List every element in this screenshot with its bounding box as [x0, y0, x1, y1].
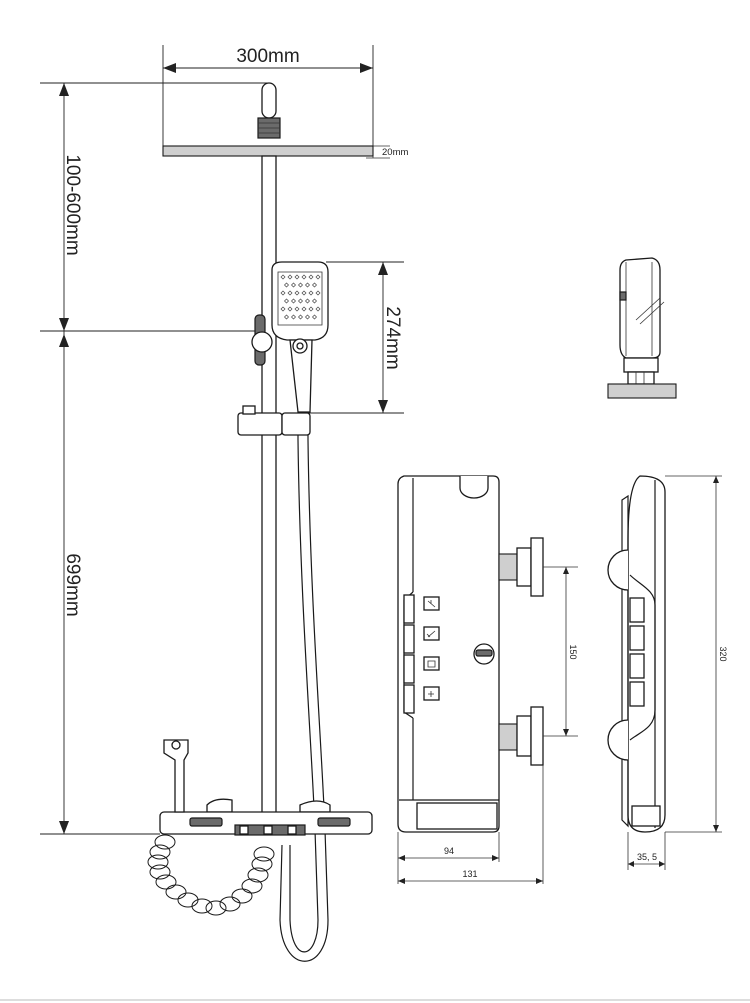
spray-nozzle	[305, 298, 310, 304]
spray-nozzle	[298, 298, 303, 304]
riser-pipe	[261, 155, 277, 817]
spray-nozzle	[280, 274, 286, 280]
shower-hose	[289, 435, 319, 953]
spray-nozzle	[298, 314, 303, 320]
rail-height-label: 699mm	[62, 553, 83, 616]
panel-depth-label: 35, 5	[637, 852, 657, 862]
coil-loop	[154, 834, 176, 850]
slider-block	[237, 412, 283, 436]
spray-nozzle	[291, 314, 296, 320]
overhead-shower-plate	[162, 145, 374, 157]
panel-height-label: 320	[718, 646, 728, 661]
spray-nozzle	[301, 306, 307, 312]
handheld-height-dimension: 274mm	[300, 261, 404, 414]
arm-height-label: 100-600mm	[62, 154, 83, 255]
spray-nozzle	[312, 282, 317, 288]
panel-total-width-label: 131	[462, 869, 477, 879]
spray-nozzle	[301, 274, 307, 280]
coil-loop	[253, 846, 275, 862]
wall-valve-bottom	[498, 706, 544, 766]
spray-nozzle	[287, 290, 293, 296]
spray-nozzle	[291, 282, 296, 288]
coil-loop	[205, 900, 227, 916]
wall-valve-top	[498, 537, 544, 597]
coil-loop	[219, 896, 241, 912]
valve-spacing-label: 150	[568, 644, 578, 659]
coil-loop	[147, 854, 169, 870]
coil-loop	[177, 892, 199, 908]
bidet-sprayer	[163, 739, 189, 813]
coiled-hose	[147, 834, 275, 916]
coil-loop	[155, 874, 177, 890]
spray-nozzle	[298, 282, 303, 288]
control-buttons	[403, 594, 440, 714]
spray-nozzle	[308, 306, 314, 312]
side-view-small	[607, 257, 677, 399]
valve-spacing-dimension: 150	[543, 566, 578, 737]
tub-spout-icon	[423, 686, 440, 701]
spray-nozzle	[287, 306, 293, 312]
spray-nozzle	[294, 274, 300, 280]
thermostat-panel-side	[607, 475, 666, 833]
coil-loop	[241, 878, 263, 894]
handheld-head	[271, 261, 329, 341]
thermostat-panel-front	[397, 475, 544, 833]
coil-loop	[247, 867, 269, 883]
massage-icon	[423, 656, 440, 671]
spray-nozzle	[315, 274, 321, 280]
spray-nozzle	[284, 314, 289, 320]
coil-loop	[191, 898, 213, 914]
spray-nozzle	[280, 306, 286, 312]
coil-loop	[149, 844, 171, 860]
spray-nozzle	[284, 282, 289, 288]
vertical-dimensions: 100-600mm 699mm	[40, 82, 270, 835]
handheld-height-label: 274mm	[382, 306, 403, 369]
coil-loop	[149, 864, 171, 880]
overhead-thickness-label: 20mm	[382, 147, 408, 158]
spray-nozzle	[287, 274, 293, 280]
panel-inner-width-label: 94	[444, 846, 454, 856]
spray-nozzle	[305, 282, 310, 288]
overhead-width-dimension: 300mm	[162, 45, 374, 152]
panel-depth-dimension: 35, 5	[627, 832, 666, 870]
spray-nozzle	[315, 290, 321, 296]
spray-nozzle	[315, 306, 321, 312]
spray-nozzle	[291, 298, 296, 304]
spray-nozzle	[308, 290, 314, 296]
spray-nozzle	[312, 314, 317, 320]
spray-nozzle	[280, 290, 286, 296]
spray-nozzle	[312, 298, 317, 304]
spray-nozzle	[301, 290, 307, 296]
panel-width-dimensions: 94 131	[397, 765, 544, 884]
coil-loop	[231, 888, 253, 904]
spray-nozzle	[305, 314, 310, 320]
overhead-width-label: 300mm	[236, 46, 299, 67]
spray-nozzle	[284, 298, 289, 304]
spray-nozzle	[294, 306, 300, 312]
thermostatic-shelf	[159, 739, 373, 836]
coil-loop	[165, 884, 187, 900]
spray-pattern	[280, 274, 321, 320]
shower-arm	[261, 82, 277, 119]
shower-assembly	[162, 82, 374, 817]
coil-loop	[251, 856, 273, 872]
panel-height-dimension: 320	[665, 475, 728, 833]
spray-nozzle	[308, 274, 314, 280]
spray-nozzle	[294, 290, 300, 296]
handheld-shower	[271, 261, 329, 413]
